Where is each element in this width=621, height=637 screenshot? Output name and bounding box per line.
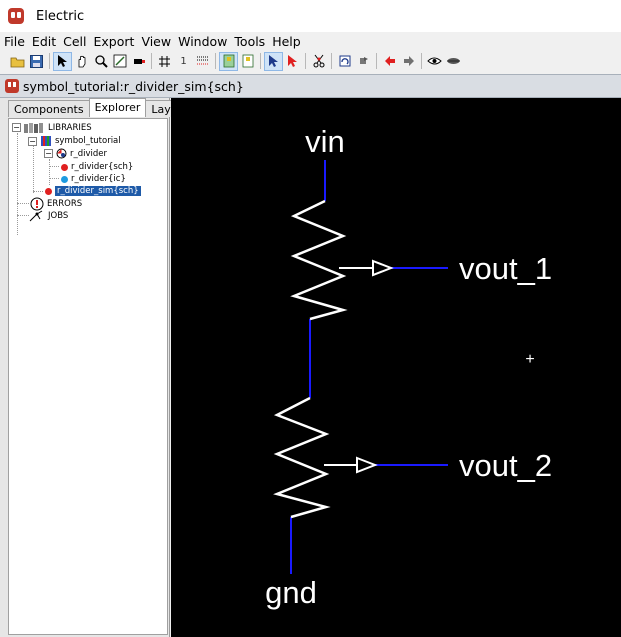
forward-arrow-icon[interactable]	[399, 52, 418, 71]
align-icon[interactable]	[193, 52, 212, 71]
library-book-icon	[41, 136, 51, 146]
open-folder-icon[interactable]	[8, 52, 27, 71]
tree-item-errors[interactable]: ERRORS	[30, 197, 82, 211]
cursor-crosshair: +	[525, 351, 534, 368]
toolbar-separator	[260, 53, 261, 69]
tab-explorer[interactable]: Explorer	[88, 98, 147, 117]
menu-file[interactable]: File	[4, 33, 25, 49]
tree-connector	[33, 191, 43, 192]
visibility-icon[interactable]	[425, 52, 444, 71]
side-panel: Components Explorer Layers − LIBRARIES −	[0, 98, 194, 637]
schematic-canvas[interactable]: vin vout_1 vout_2 gnd +	[171, 98, 621, 637]
schematic-cell-icon	[45, 187, 52, 195]
measure-icon[interactable]	[129, 52, 148, 71]
back-arrow-icon[interactable]	[380, 52, 399, 71]
menu-bar: File Edit Cell Export View Window Tools …	[0, 32, 621, 50]
tree-connector	[33, 145, 34, 193]
label-vout2: vout_2	[459, 448, 552, 483]
toolbar-separator	[151, 53, 152, 69]
tree-connector	[17, 203, 29, 204]
tree-item-cell-sim[interactable]: r_divider_sim{sch}	[45, 186, 141, 196]
schematic-mode-icon[interactable]	[238, 52, 257, 71]
collapse-toggle-icon[interactable]: −	[44, 149, 53, 158]
menu-export[interactable]: Export	[93, 33, 135, 49]
toolbar-separator	[305, 53, 306, 69]
save-icon[interactable]	[27, 52, 46, 71]
label-gnd: gnd	[265, 575, 317, 610]
errors-warning-icon	[30, 197, 44, 211]
icon-cell-icon	[61, 175, 68, 183]
toolbar-separator	[331, 53, 332, 69]
resistor-2	[273, 396, 331, 519]
cell-group-icon	[56, 148, 67, 159]
menu-help[interactable]: Help	[272, 33, 301, 49]
select-arrow-icon[interactable]	[53, 51, 72, 71]
tab-components[interactable]: Components	[8, 100, 90, 117]
toolbar-separator	[421, 53, 422, 69]
cell-title: symbol_tutorial:r_divider_sim{sch}	[23, 78, 244, 94]
menu-view[interactable]: View	[141, 33, 172, 49]
menu-window[interactable]: Window	[178, 33, 228, 49]
tree-item-library[interactable]: − symbol_tutorial	[28, 136, 121, 146]
tree-item-group[interactable]: − r_divider	[44, 148, 108, 159]
toolbar: 1	[0, 50, 621, 72]
tree-connector	[17, 133, 18, 235]
collapse-toggle-icon[interactable]: −	[28, 136, 37, 146]
outline-edit-icon[interactable]	[110, 52, 129, 71]
layout-mode-icon[interactable]	[219, 51, 238, 71]
menu-cell[interactable]: Cell	[63, 33, 87, 49]
menu-edit[interactable]: Edit	[31, 33, 57, 49]
resistor-1	[290, 199, 348, 321]
schematic-drawing: vin vout_1 vout_2 gnd +	[265, 124, 552, 610]
tree-connector	[49, 166, 59, 167]
hide-icon[interactable]	[444, 52, 463, 71]
tree-connector	[49, 159, 50, 185]
schematic-cell-icon	[61, 163, 68, 171]
title-bar: Electric	[0, 0, 621, 32]
grid-icon[interactable]	[155, 52, 174, 71]
tree-item-cell-sch[interactable]: r_divider{sch}	[61, 162, 133, 172]
toolbar-separator	[376, 53, 377, 69]
tree-connector	[17, 215, 29, 216]
label-vout1: vout_1	[459, 251, 552, 286]
select-objects-icon[interactable]	[264, 51, 283, 71]
zoom-icon[interactable]	[91, 52, 110, 71]
tree-item-cell-ic[interactable]: r_divider{ic}	[61, 174, 126, 184]
electric-window-icon	[5, 79, 19, 93]
label-vin: vin	[305, 124, 345, 159]
window-title: Electric	[36, 8, 85, 24]
side-tabs: Components Explorer Layers	[8, 98, 194, 118]
toolbar-separator	[49, 53, 50, 69]
resistor-2-wiper-arrow	[356, 456, 378, 474]
cut-icon[interactable]	[309, 52, 328, 71]
explorer-tree: − LIBRARIES − symbol_tutorial − r_divide…	[8, 118, 168, 635]
collapse-toggle-icon[interactable]: −	[12, 123, 21, 132]
menu-tools[interactable]: Tools	[234, 33, 266, 49]
resistor-1-wiper-arrow	[372, 259, 394, 277]
pan-hand-icon[interactable]	[72, 52, 91, 71]
electric-app-icon	[8, 8, 24, 24]
tree-item-jobs[interactable]: JOBS	[29, 210, 68, 222]
undo-icon[interactable]	[335, 52, 354, 71]
jobs-icon	[29, 210, 43, 222]
tree-item-libraries[interactable]: − LIBRARIES	[12, 122, 92, 133]
grid-value[interactable]: 1	[180, 55, 187, 67]
select-special-icon[interactable]	[283, 52, 302, 71]
edit-window-header: symbol_tutorial:r_divider_sim{sch}	[0, 74, 621, 98]
toolbar-separator	[215, 53, 216, 69]
tree-connector	[49, 178, 59, 179]
redo-icon[interactable]	[354, 52, 373, 71]
libraries-icon	[24, 123, 43, 133]
